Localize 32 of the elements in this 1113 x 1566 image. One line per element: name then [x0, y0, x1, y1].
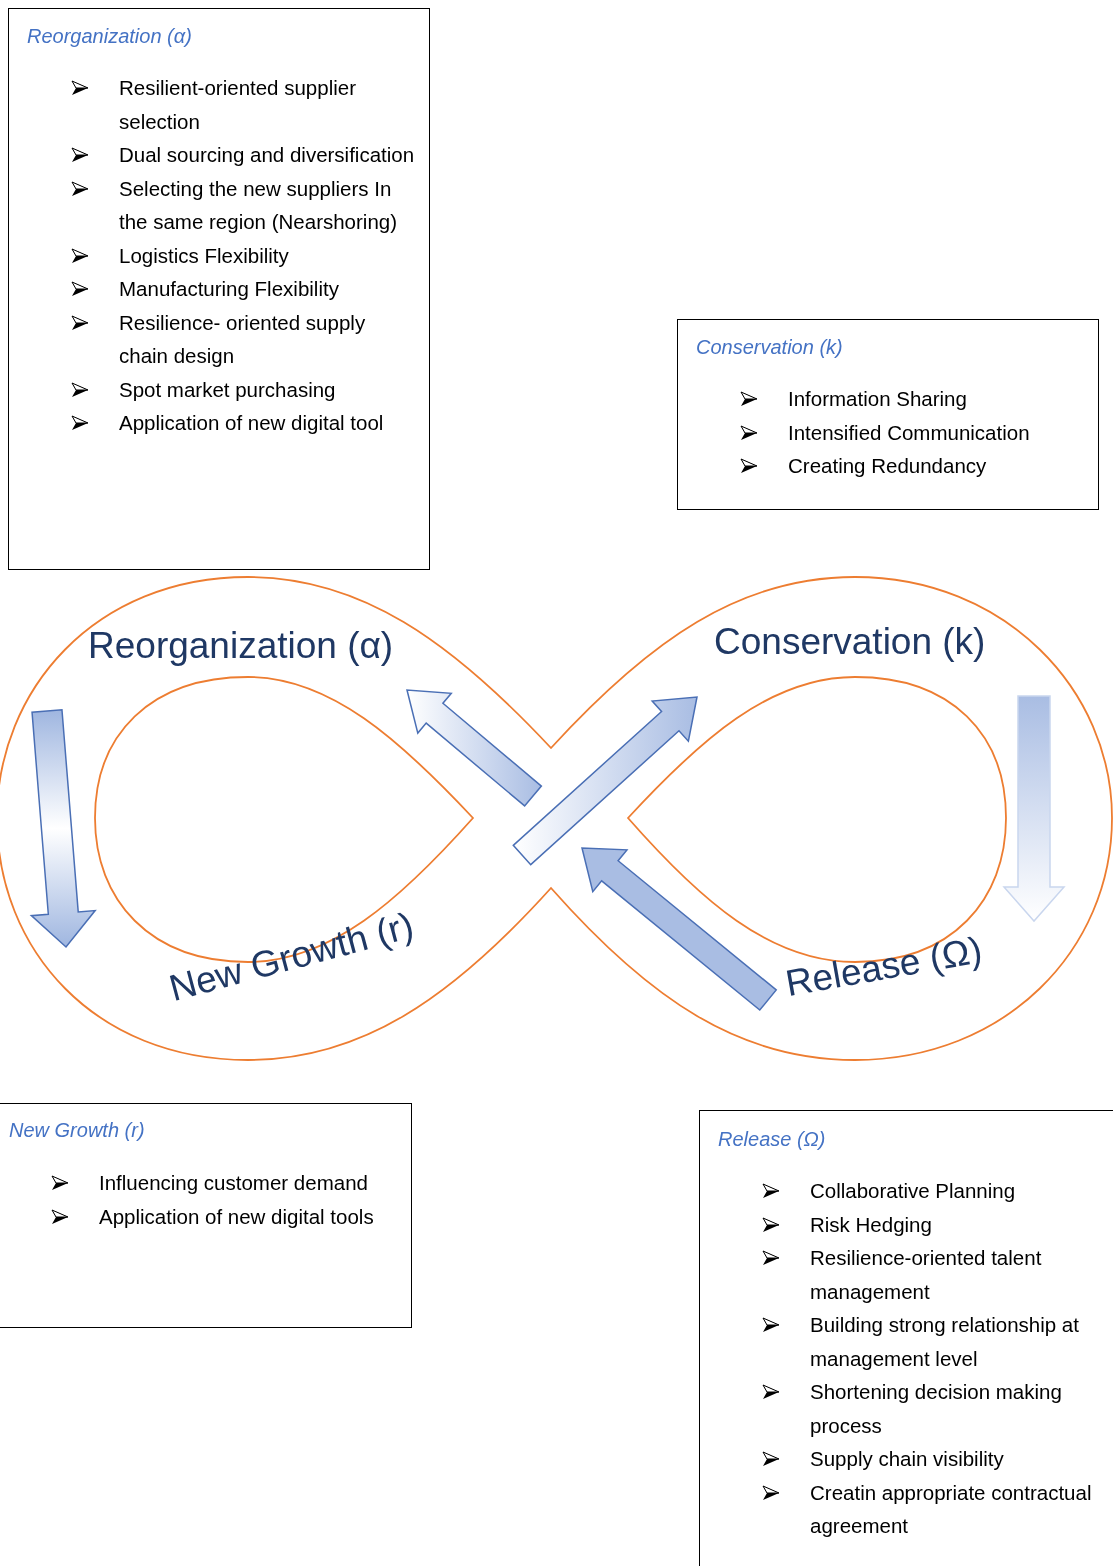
list-item: Resilient-oriented supplier selection [119, 76, 356, 133]
phase-label: Reorganization (α) [88, 624, 394, 668]
phase-label: Release (Ω) [782, 928, 986, 1006]
list-item: Shortening decision making process [810, 1380, 1062, 1437]
list-item: Information Sharing [788, 387, 967, 410]
list-item: Spot market purchasing [119, 377, 336, 401]
list-item: Risk Hedging [810, 1212, 932, 1236]
text-box [8, 8, 430, 570]
list-item: Creatin appropriate contractual agreement [810, 1480, 1092, 1537]
phase-label: Conservation (k) [714, 620, 986, 664]
text-box [0, 1103, 412, 1328]
list-item: Influencing customer demand [99, 1171, 368, 1194]
list-item: Logistics Flexibility [119, 243, 289, 267]
text-box [699, 1110, 1113, 1566]
list-item: Resilience-oriented talent management [810, 1246, 1042, 1303]
list-item: Application of new digital tool [119, 411, 384, 434]
list-item: Resilience- oriented supply chain design [119, 310, 366, 367]
list-item: Application of new digital tools [99, 1204, 374, 1228]
phase-label: New Growth (r) [164, 903, 419, 1011]
list-item: Dual sourcing and diversification [119, 143, 415, 166]
box-heading: Release (Ω) [718, 1127, 826, 1152]
list-item: Collaborative Planning [810, 1179, 1016, 1202]
list-item: Selecting the new suppliers In the same region (Nearshoring) [119, 176, 398, 233]
list-item: Manufacturing Flexibility [119, 277, 339, 300]
list-item: Building strong relationship at management level [810, 1313, 1079, 1370]
box-heading: New Growth (r) [9, 1118, 145, 1143]
text-box [677, 319, 1099, 510]
list-item: Supply chain visibility [810, 1447, 1004, 1470]
list-item: Intensified Communication [788, 420, 1030, 444]
box-heading: Conservation (k) [696, 335, 843, 360]
list-item: Creating Redundancy [788, 454, 987, 477]
box-heading: Reorganization (α) [27, 24, 192, 49]
